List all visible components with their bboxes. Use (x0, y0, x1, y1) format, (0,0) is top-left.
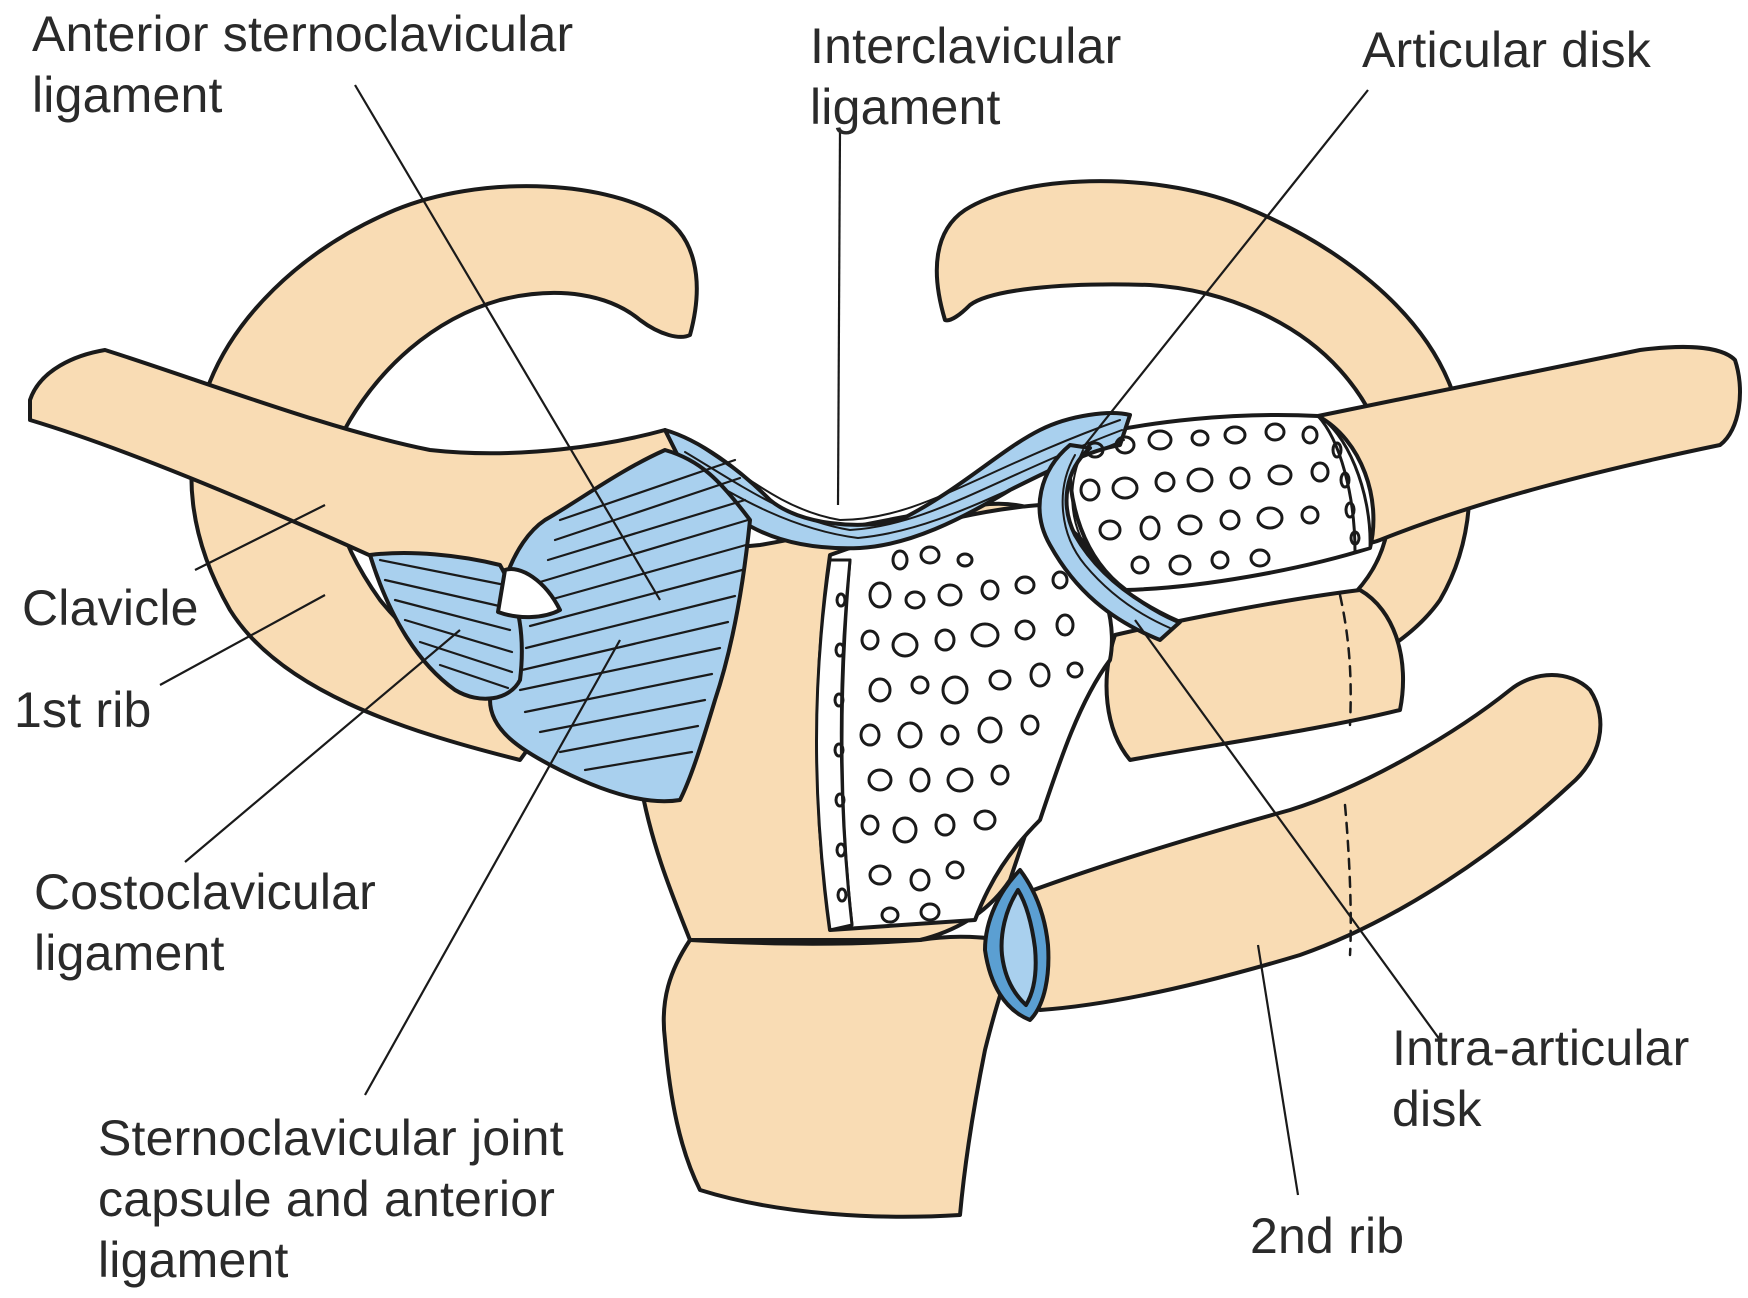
label-line: ligament (98, 1230, 564, 1291)
label-line: Articular disk (1362, 20, 1651, 81)
label-line: 1st rib (14, 680, 152, 741)
leader-second-rib (1258, 945, 1298, 1195)
label-articular-disk: Articular disk (1362, 20, 1651, 81)
sternum-body (664, 937, 1020, 1217)
label-line: ligament (32, 65, 573, 126)
label-costoclavicular-ligament: Costoclavicular ligament (34, 862, 376, 984)
label-line: Sternoclavicular joint (98, 1108, 564, 1169)
label-line: capsule and anterior (98, 1169, 564, 1230)
label-second-rib: 2nd rib (1250, 1206, 1404, 1267)
label-line: ligament (34, 923, 376, 984)
label-line: 2nd rib (1250, 1206, 1404, 1267)
label-intra-articular-disk: Intra-articular disk (1392, 1018, 1690, 1140)
label-first-rib: 1st rib (14, 680, 152, 741)
label-line: Anterior sternoclavicular (32, 4, 573, 65)
label-line: Intra-articular (1392, 1018, 1690, 1079)
label-sternoclavicular-joint-capsule: Sternoclavicular joint capsule and anter… (98, 1108, 564, 1291)
label-line: ligament (810, 77, 1121, 138)
label-line: Costoclavicular (34, 862, 376, 923)
label-line: disk (1392, 1079, 1690, 1140)
label-clavicle: Clavicle (22, 578, 199, 639)
label-line: Interclavicular (810, 16, 1121, 77)
label-anterior-sternoclavicular-ligament: Anterior sternoclavicular ligament (32, 4, 573, 126)
label-interclavicular-ligament: Interclavicular ligament (810, 16, 1121, 138)
leader-interclavicular (838, 130, 840, 505)
label-line: Clavicle (22, 578, 199, 639)
